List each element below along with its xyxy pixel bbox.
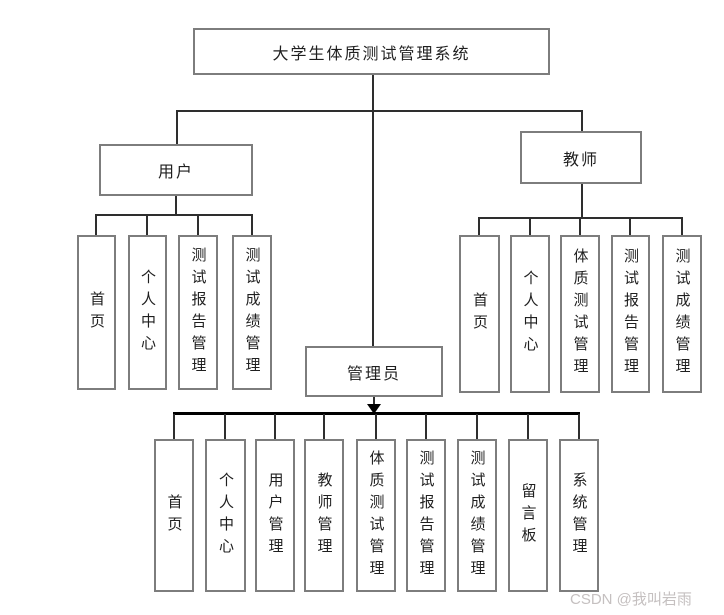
node-user-test-report-mgmt: 测试报告管理 [178, 235, 218, 390]
connector-teacher-child-drop-1 [478, 217, 480, 236]
connector-user-child-drop-4 [251, 214, 253, 236]
connector-admin-child-drop-4 [323, 414, 325, 439]
node-label: 测试成绩管理 [468, 449, 486, 582]
connector-admin-stem [373, 397, 375, 407]
connector-user-stem [175, 195, 177, 215]
node-teacher-personal-center: 个人中心 [510, 235, 550, 393]
connector-admin-child-drop-6 [425, 414, 427, 439]
node-label: 体质测试管理 [571, 248, 589, 380]
node-admin-personal-center: 个人中心 [205, 439, 246, 592]
connector-level1-bus [176, 110, 583, 112]
node-teacher-home: 首页 [459, 235, 500, 393]
node-user: 用户 [99, 144, 253, 196]
node-root: 大学生体质测试管理系统 [193, 28, 550, 75]
connector-teacher-bus [479, 217, 683, 219]
node-label: 教师管理 [315, 471, 333, 560]
node-label: 个人中心 [217, 471, 234, 560]
connector-teacher-child-drop-2 [529, 217, 531, 236]
node-label: 用户管理 [266, 471, 284, 560]
node-teacher: 教师 [520, 131, 642, 184]
node-label: 测试报告管理 [622, 248, 639, 380]
connector-user-child-drop-3 [197, 214, 199, 236]
node-label: 测试报告管理 [417, 449, 435, 582]
node-admin-label: 管理员 [346, 365, 401, 383]
connector-root-trunk [372, 75, 374, 346]
connector-teacher-drop [581, 110, 583, 131]
node-admin-system-mgmt: 系统管理 [559, 439, 599, 592]
node-teacher-test-score-mgmt: 测试成绩管理 [662, 235, 702, 393]
node-admin-user-mgmt: 用户管理 [255, 439, 295, 592]
arrow-down-icon [367, 404, 381, 414]
node-admin-message-board: 留言板 [508, 439, 548, 592]
connector-teacher-child-drop-5 [681, 217, 683, 236]
connector-admin-child-drop-1 [173, 414, 175, 439]
connector-admin-child-drop-3 [274, 414, 276, 439]
connector-teacher-child-drop-4 [629, 217, 631, 236]
node-label: 测试成绩管理 [243, 246, 261, 379]
node-user-home: 首页 [77, 235, 116, 390]
node-label: 体质测试管理 [367, 449, 385, 582]
node-admin: 管理员 [305, 346, 443, 397]
connector-admin-child-drop-9 [578, 414, 580, 439]
connector-user-drop [176, 110, 178, 144]
node-label: 系统管理 [570, 471, 588, 560]
node-label: 首页 [165, 493, 183, 538]
node-admin-home: 首页 [154, 439, 194, 592]
node-root-label: 大学生体质测试管理系统 [272, 45, 471, 63]
connector-teacher-stem [581, 184, 583, 219]
connector-admin-child-drop-7 [476, 414, 478, 439]
node-admin-teacher-mgmt: 教师管理 [304, 439, 344, 592]
node-label: 个人中心 [521, 270, 539, 358]
connector-admin-child-drop-5 [375, 414, 377, 439]
node-user-personal-center: 个人中心 [128, 235, 167, 390]
node-label: 首页 [88, 290, 105, 335]
connector-user-bus [96, 214, 253, 216]
connector-admin-child-drop-2 [224, 414, 226, 439]
connector-teacher-child-drop-3 [579, 217, 581, 236]
node-label: 个人中心 [139, 268, 156, 357]
node-user-label: 用户 [157, 164, 194, 181]
node-admin-test-report-mgmt: 测试报告管理 [406, 439, 446, 592]
connector-user-child-drop-1 [95, 214, 97, 236]
node-admin-fitness-test-mgmt: 体质测试管理 [356, 439, 396, 592]
connector-admin-child-drop-8 [527, 414, 529, 439]
node-user-test-score-mgmt: 测试成绩管理 [232, 235, 272, 390]
node-label: 留言板 [519, 482, 537, 549]
csdn-watermark: CSDN @我叫岩雨 [570, 591, 692, 608]
node-label: 测试成绩管理 [673, 248, 691, 380]
connector-user-child-drop-2 [146, 214, 148, 236]
connector-admin-bus [173, 412, 580, 415]
node-teacher-label: 教师 [562, 151, 599, 169]
node-admin-test-score-mgmt: 测试成绩管理 [457, 439, 497, 592]
node-label: 测试报告管理 [189, 246, 207, 379]
node-teacher-test-report-mgmt: 测试报告管理 [611, 235, 650, 393]
node-label: 首页 [471, 292, 488, 336]
node-teacher-fitness-test-mgmt: 体质测试管理 [560, 235, 600, 393]
